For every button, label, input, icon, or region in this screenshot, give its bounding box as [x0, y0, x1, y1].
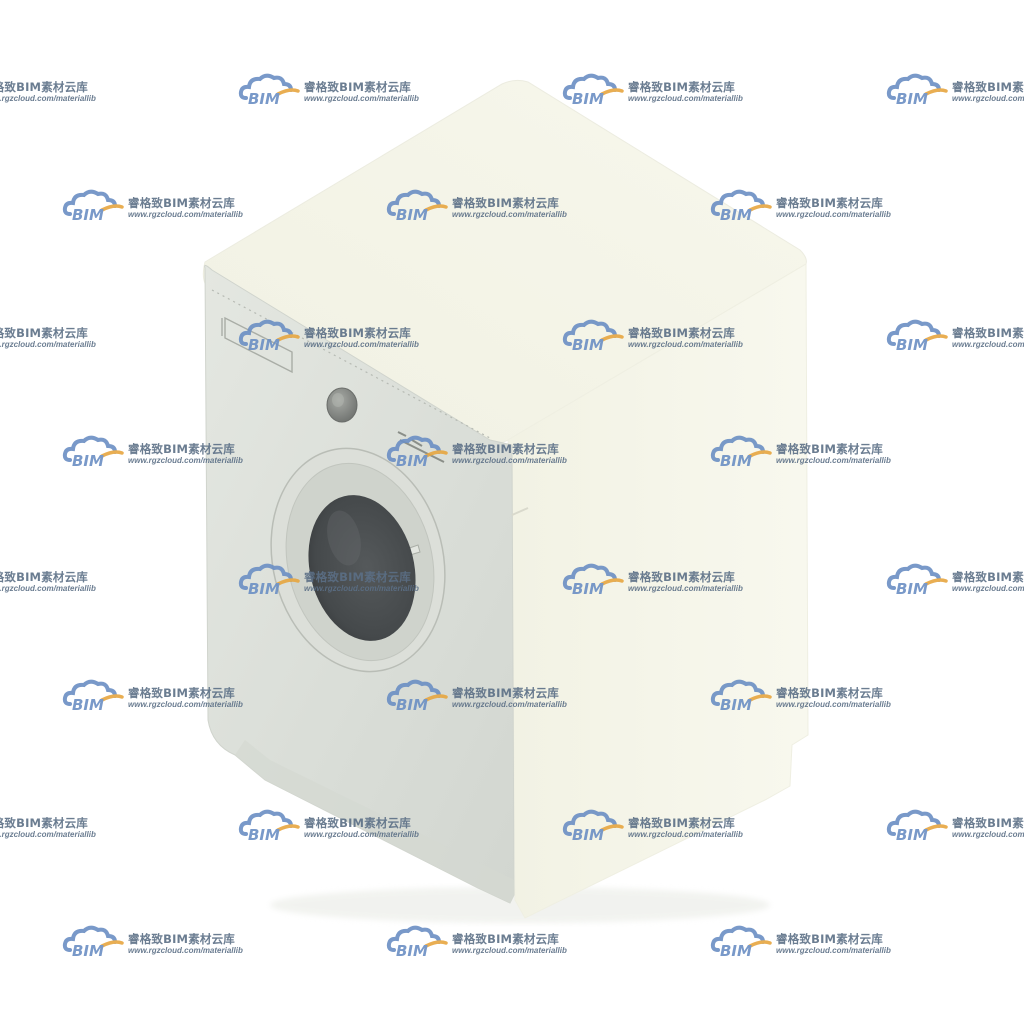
machine-plinth — [235, 740, 514, 903]
side-seam — [511, 507, 529, 516]
porthole-glass — [308, 495, 416, 641]
glass-reflection — [327, 510, 361, 566]
top-edge-seam — [211, 289, 491, 439]
